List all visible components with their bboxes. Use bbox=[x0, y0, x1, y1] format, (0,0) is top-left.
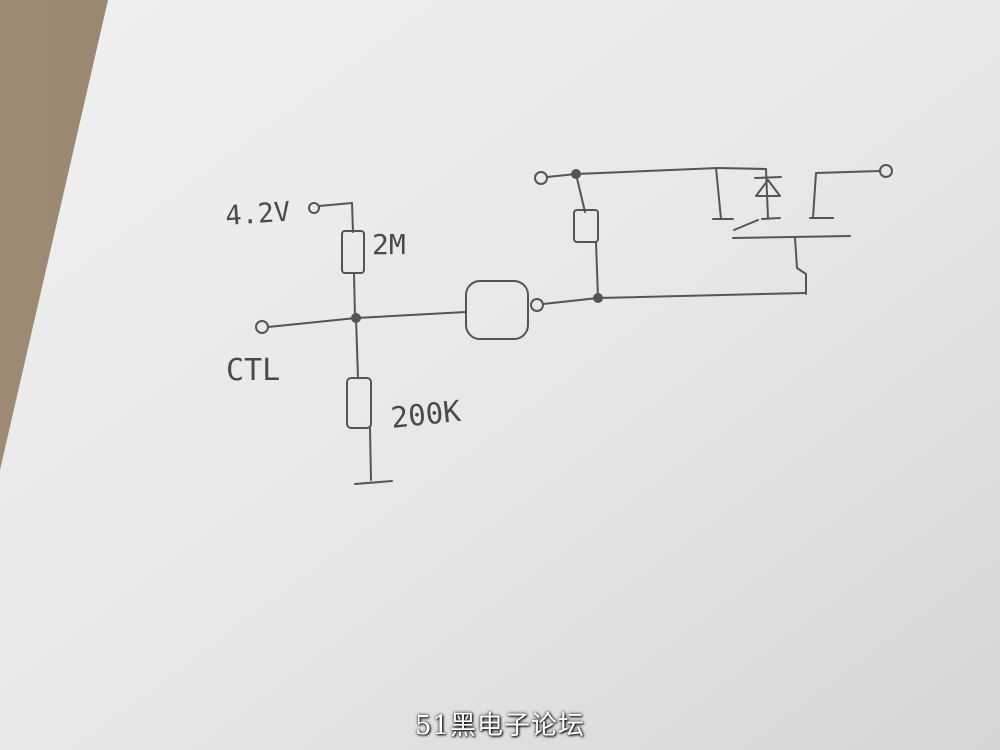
label-r-top: 2M bbox=[372, 228, 406, 261]
diode-bar bbox=[754, 176, 782, 179]
mosfet-source-lead bbox=[715, 167, 722, 220]
supply-terminal bbox=[308, 202, 320, 214]
circuit-drawing bbox=[255, 164, 893, 485]
diode-triangle bbox=[755, 179, 781, 197]
label-r-bottom: 200K bbox=[389, 394, 463, 435]
resistor-200k bbox=[346, 377, 372, 429]
mosfet-gate-lead bbox=[794, 237, 807, 295]
diode-foot bbox=[761, 217, 781, 220]
supply-wire bbox=[318, 202, 354, 233]
label-supply-voltage: 4.2V bbox=[224, 197, 291, 232]
rail-junction bbox=[571, 169, 581, 179]
mosfet-channel bbox=[733, 219, 759, 231]
drain-wire bbox=[812, 170, 881, 219]
pullup-resistor bbox=[573, 209, 599, 243]
inverter-gate bbox=[465, 280, 529, 340]
diode-wire bbox=[717, 167, 769, 219]
pullup-wire-bottom bbox=[595, 241, 599, 299]
mosfet-gate-bar bbox=[732, 235, 851, 239]
forum-watermark: 51黑电子论坛 bbox=[414, 711, 586, 741]
ground-lead bbox=[369, 427, 372, 481]
label-ctl: CTL bbox=[226, 353, 280, 388]
pullup-wire-top bbox=[575, 173, 586, 213]
divider-wire-lower bbox=[355, 317, 359, 379]
ground-symbol bbox=[354, 480, 393, 485]
output-terminal bbox=[879, 164, 893, 178]
divider-wire-upper bbox=[353, 272, 356, 319]
